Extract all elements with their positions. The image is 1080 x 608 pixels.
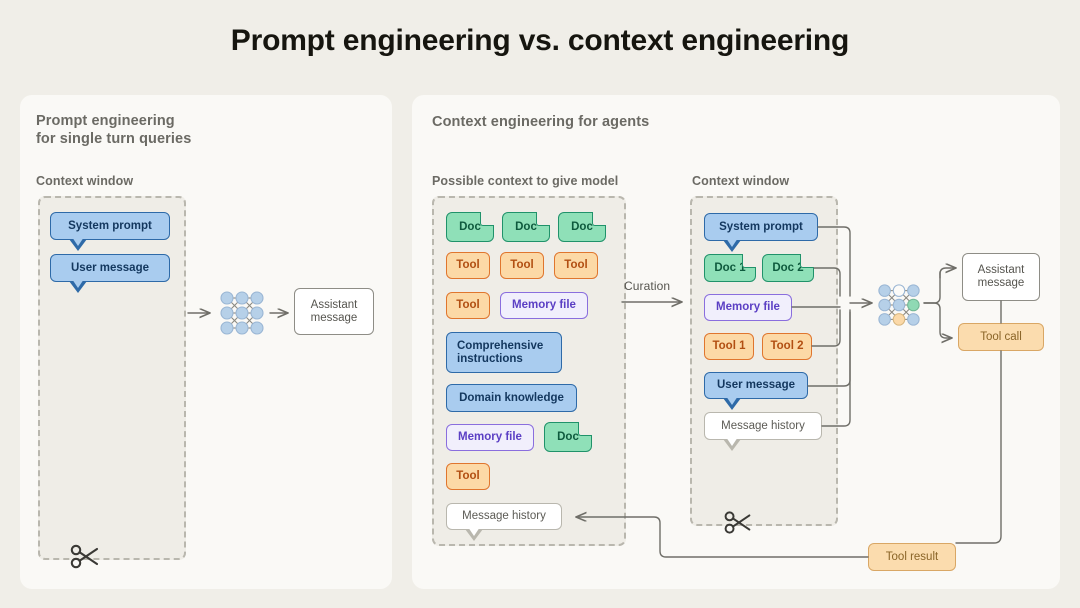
- possible-context-label: Possible context to give model: [432, 174, 619, 188]
- node-tool[interactable]: Tool: [446, 252, 490, 279]
- node-user-message[interactable]: User message: [50, 254, 170, 293]
- node-tool[interactable]: Tool: [500, 252, 544, 279]
- doc-fold-icon: [800, 254, 814, 268]
- node-tool[interactable]: Tool: [446, 463, 490, 490]
- left-panel-heading: Prompt engineering for single turn queri…: [36, 112, 336, 148]
- assistant-message-line-2: message: [977, 277, 1025, 289]
- node-comprehensive-instructions[interactable]: Comprehensive instructions: [446, 332, 562, 373]
- doc-1-label: Doc 1: [714, 261, 746, 274]
- doc-label: Doc: [459, 220, 481, 233]
- node-doc-1[interactable]: Doc 1: [704, 254, 756, 282]
- doc-2-label: Doc 2: [772, 261, 804, 274]
- neural-network-icon: [876, 282, 922, 333]
- doc-label: Doc: [515, 220, 537, 233]
- node-doc-2[interactable]: Doc 2: [762, 254, 814, 282]
- scissors-icon: [722, 505, 756, 544]
- doc-fold-icon: [536, 212, 550, 226]
- node-doc[interactable]: Doc: [544, 422, 592, 452]
- curation-label: Curation: [624, 279, 671, 293]
- scissors-icon: [68, 538, 104, 579]
- node-doc[interactable]: Doc: [446, 212, 494, 242]
- left-heading-line-1: Prompt engineering: [36, 113, 175, 129]
- right-context-window-box: [690, 196, 838, 526]
- node-message-history[interactable]: Message history: [446, 503, 562, 541]
- node-tool-1[interactable]: Tool 1: [704, 333, 754, 360]
- doc-fold-icon: [480, 212, 494, 226]
- left-context-window-box: [38, 196, 186, 560]
- node-assistant-message: Assistant message: [294, 288, 374, 335]
- node-doc[interactable]: Doc: [558, 212, 606, 242]
- node-doc[interactable]: Doc: [502, 212, 550, 242]
- node-system-prompt[interactable]: System prompt: [704, 213, 818, 252]
- doc-label: Doc: [571, 220, 593, 233]
- node-domain-knowledge[interactable]: Domain knowledge: [446, 384, 577, 412]
- assistant-message-line-1: Assistant: [310, 298, 358, 311]
- node-tool-call[interactable]: Tool call: [958, 323, 1044, 351]
- node-tool-result[interactable]: Tool result: [868, 543, 956, 571]
- assistant-message-line-2: message: [310, 311, 358, 324]
- node-tool[interactable]: Tool: [446, 292, 490, 319]
- node-memory-file[interactable]: Memory file: [704, 294, 792, 321]
- right-context-window-label: Context window: [692, 174, 790, 188]
- right-panel-heading: Context engineering for agents: [432, 114, 650, 130]
- node-message-history[interactable]: Message history: [704, 412, 822, 451]
- page-title: Prompt engineering vs. context engineeri…: [230, 24, 850, 57]
- node-assistant-message: Assistant message: [962, 253, 1040, 301]
- left-heading-line-2: for single turn queries: [36, 131, 192, 147]
- node-system-prompt[interactable]: System prompt: [50, 212, 170, 251]
- doc-fold-icon: [742, 254, 756, 268]
- neural-network-icon: [218, 289, 266, 342]
- node-tool[interactable]: Tool: [554, 252, 598, 279]
- doc-fold-icon: [592, 212, 606, 226]
- left-context-window-label: Context window: [36, 174, 134, 188]
- node-tool-2[interactable]: Tool 2: [762, 333, 812, 360]
- doc-fold-icon: [578, 422, 592, 436]
- node-memory-file[interactable]: Memory file: [446, 424, 534, 451]
- node-user-message[interactable]: User message: [704, 372, 808, 410]
- node-memory-file[interactable]: Memory file: [500, 292, 588, 319]
- doc-label: Doc: [557, 430, 579, 443]
- assistant-message-line-1: Assistant: [977, 264, 1025, 276]
